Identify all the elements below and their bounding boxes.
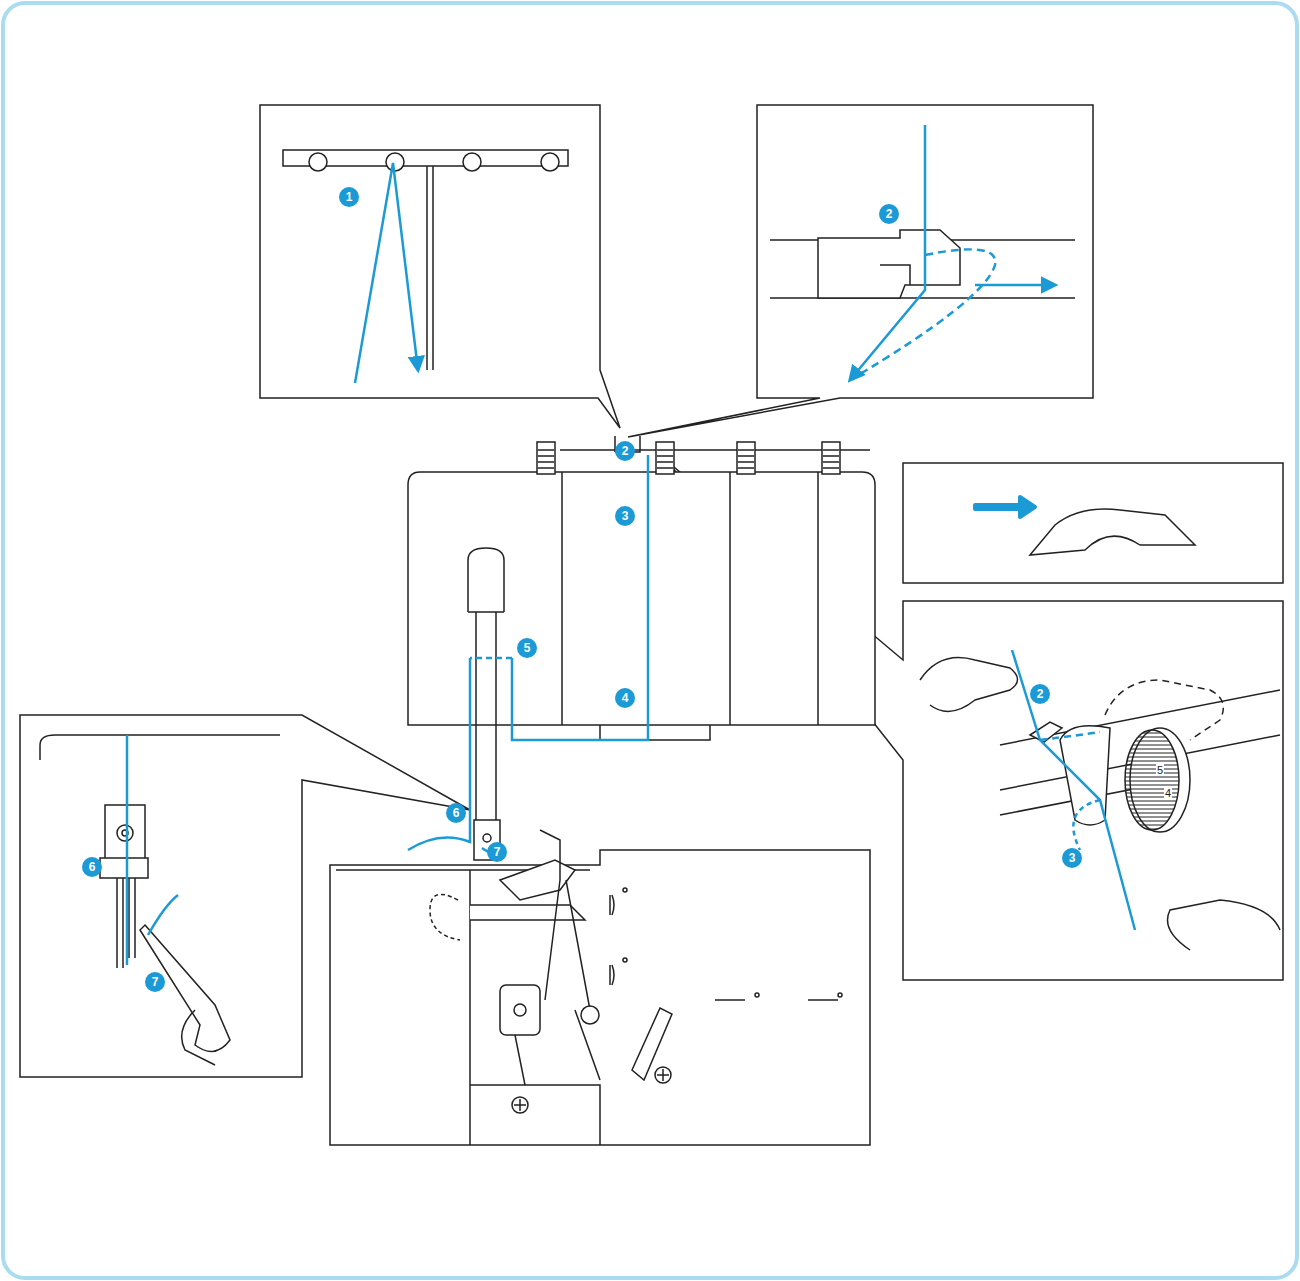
callout-number: 7 bbox=[145, 972, 165, 992]
dial-number: 4 bbox=[1164, 787, 1172, 799]
callout-number: 1 bbox=[339, 187, 359, 207]
callout-number: 4 bbox=[615, 688, 635, 708]
callout-number: 6 bbox=[446, 803, 466, 823]
callout-number: 3 bbox=[1062, 848, 1082, 868]
callout-number: 7 bbox=[487, 842, 507, 862]
callout-number: 5 bbox=[517, 638, 537, 658]
callout-number: 3 bbox=[615, 506, 635, 526]
callout-number: 2 bbox=[1030, 684, 1050, 704]
callout-number: 2 bbox=[615, 441, 635, 461]
dial-number: 5 bbox=[1156, 764, 1164, 776]
callout-number: 2 bbox=[879, 204, 899, 224]
callout-number: 6 bbox=[82, 857, 102, 877]
